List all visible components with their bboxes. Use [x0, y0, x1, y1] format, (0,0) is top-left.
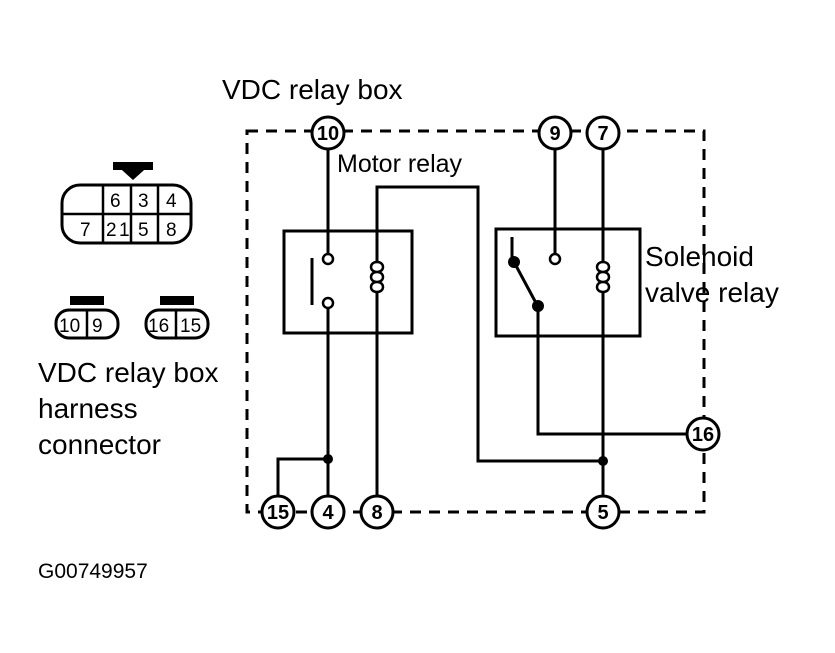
terminal-16: 16	[685, 416, 721, 452]
svg-text:4: 4	[322, 502, 334, 524]
connector-cell-7: 7	[80, 220, 91, 241]
harness-caption-line2: harness	[38, 393, 138, 424]
terminal-9: 9	[537, 115, 573, 151]
solenoid-relay-label-line1: Solenoid	[645, 241, 754, 272]
terminal-15: 15	[260, 494, 296, 530]
connector-cell-8: 8	[166, 220, 177, 241]
svg-text:10: 10	[317, 123, 339, 145]
relay-box-outline	[245, 129, 706, 514]
small-connector-pin-16: 16	[148, 316, 169, 337]
connector-cell-4: 4	[166, 191, 177, 212]
solenoid-relay-box	[494, 227, 642, 338]
small-connector-pin-10: 10	[59, 316, 80, 337]
figure-id: G00749957	[38, 560, 148, 583]
connector-cell-5: 5	[138, 220, 149, 241]
terminal-4: 4	[310, 494, 346, 530]
svg-text:9: 9	[549, 123, 560, 145]
connector-cell-6: 6	[110, 191, 121, 212]
svg-text:5: 5	[597, 502, 608, 524]
small-connector-pin-15: 15	[180, 316, 201, 337]
svg-text:7: 7	[597, 123, 608, 145]
small-connector-pin-9: 9	[92, 316, 103, 337]
terminal-7: 7	[585, 115, 621, 151]
svg-text:15: 15	[267, 502, 289, 524]
motor-relay-label: Motor relay	[337, 150, 463, 178]
wiring	[276, 148, 688, 497]
harness-caption-line1: VDC relay box	[38, 357, 219, 388]
svg-text:8: 8	[371, 502, 382, 524]
motor-relay-box	[282, 229, 414, 335]
junction-dot	[598, 456, 608, 466]
harness-caption-line3: connector	[38, 429, 161, 460]
terminal-8: 8	[359, 494, 395, 530]
terminal-5: 5	[585, 494, 621, 530]
svg-text:16: 16	[692, 424, 714, 446]
connector-cell-2: 2	[106, 220, 117, 241]
solenoid-relay-label-line2: valve relay	[645, 277, 779, 308]
connector-cell-3: 3	[138, 191, 149, 212]
main-connector: 6 3 4 7 2 1 5 8	[60, 162, 193, 245]
small-connector-16-15: 16 15	[144, 296, 210, 340]
relay-box-title: VDC relay box	[222, 74, 403, 105]
junction-dot	[323, 454, 333, 464]
small-connector-10-9: 10 9	[54, 296, 120, 340]
terminal-10: 10	[310, 115, 346, 151]
connector-key-bar	[113, 162, 153, 170]
connector-cell-1: 1	[119, 220, 130, 241]
